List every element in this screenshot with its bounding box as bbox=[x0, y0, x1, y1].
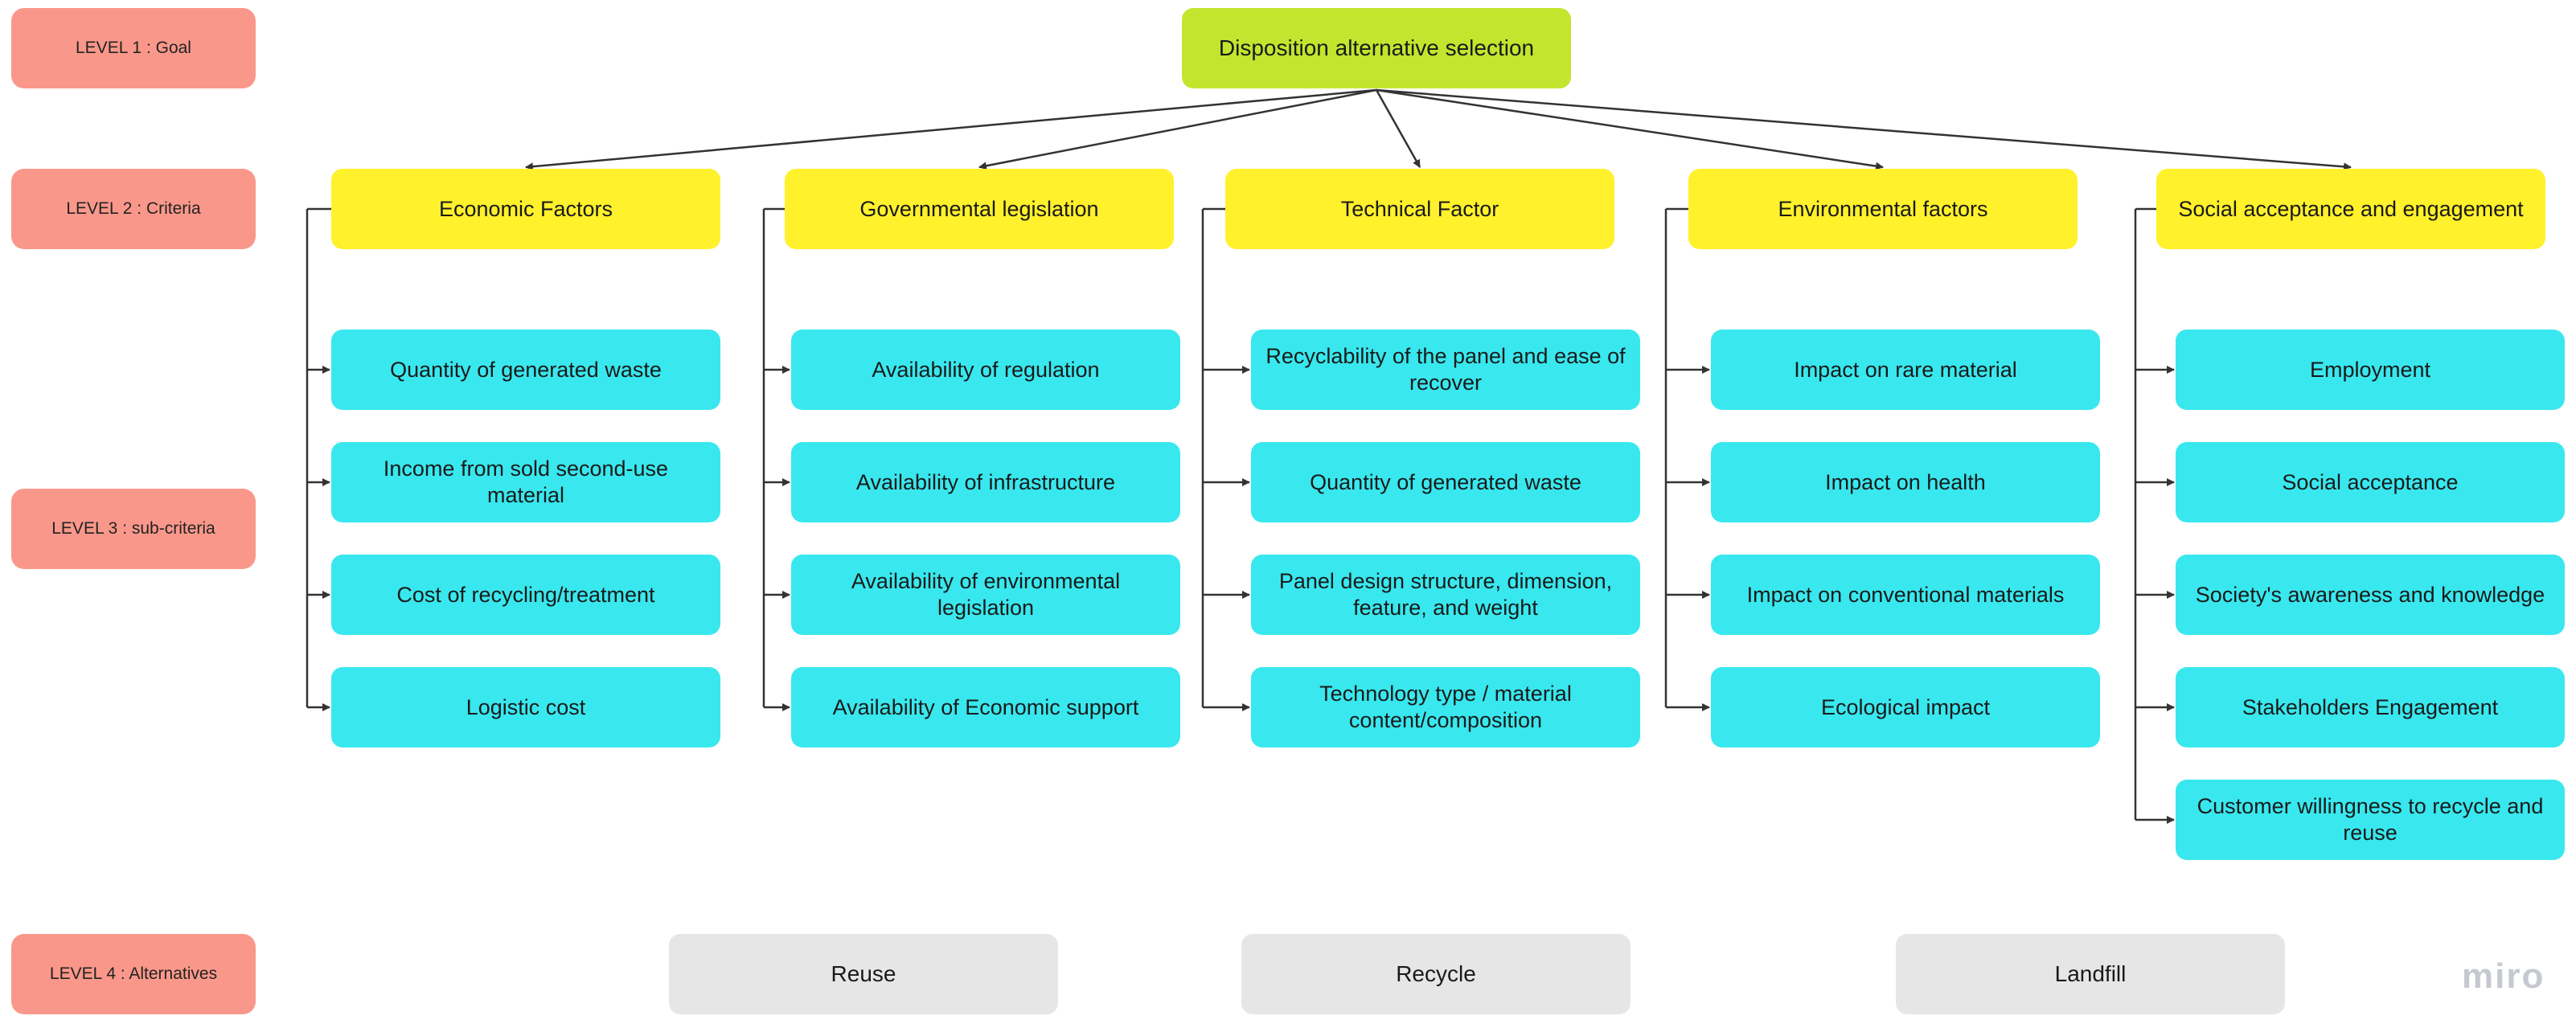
goal-to-criterion-connector-4 bbox=[1376, 88, 2352, 171]
alternative-recycle: Recycle bbox=[1241, 934, 1631, 1014]
subcriterion-ecological-impact: Ecological impact bbox=[1711, 667, 2100, 747]
subcriterion-social-acceptance: Social acceptance bbox=[2176, 442, 2565, 522]
criterion-social-acceptance: Social acceptance and engagement bbox=[2156, 169, 2545, 249]
subcriterion-availability-of-infrastructure: Availability of infrastructure bbox=[791, 442, 1180, 522]
miro-logo: miro bbox=[2462, 956, 2545, 996]
subcriterion-employment: Employment bbox=[2176, 330, 2565, 410]
subcriterion-recyclability-of-panel: Recyclability of the panel and ease of r… bbox=[1251, 330, 1640, 410]
subcriterion-availability-of-environmental-legislation: Availability of environmental legislatio… bbox=[791, 555, 1180, 635]
goal-to-criterion-connector-2 bbox=[1375, 89, 1421, 168]
subcriterion-income-from-second-use-material: Income from sold second-use material bbox=[331, 442, 720, 522]
subcriterion-availability-of-economic-support: Availability of Economic support bbox=[791, 667, 1180, 747]
goal-to-criterion-connector-0 bbox=[525, 88, 1377, 171]
subcriterion-impact-on-conventional-materials: Impact on conventional materials bbox=[1711, 555, 2100, 635]
criterion-economic-factors: Economic Factors bbox=[331, 169, 720, 249]
goal-to-criterion-connector-3 bbox=[1376, 88, 1884, 170]
alternative-reuse: Reuse bbox=[669, 934, 1058, 1014]
subcriterion-impact-on-rare-material: Impact on rare material bbox=[1711, 330, 2100, 410]
criterion-governmental-legislation: Governmental legislation bbox=[785, 169, 1174, 249]
criterion-technical-factor: Technical Factor bbox=[1225, 169, 1614, 249]
subcriterion-quantity-of-generated-waste: Quantity of generated waste bbox=[331, 330, 720, 410]
subcriterion-logistic-cost: Logistic cost bbox=[331, 667, 720, 747]
subcriterion-customer-willingness: Customer willingness to recycle and reus… bbox=[2176, 780, 2565, 860]
level-4-alternatives-label: LEVEL 4 : Alternatives bbox=[11, 934, 256, 1014]
subcriterion-impact-on-health: Impact on health bbox=[1711, 442, 2100, 522]
level-1-goal-label: LEVEL 1 : Goal bbox=[11, 8, 256, 88]
subcriterion-cost-of-recycling: Cost of recycling/treatment bbox=[331, 555, 720, 635]
subcriterion-panel-design-structure: Panel design structure, dimension, featu… bbox=[1251, 555, 1640, 635]
subcriterion-societys-awareness: Society's awareness and knowledge bbox=[2176, 555, 2565, 635]
level-2-criteria-label: LEVEL 2 : Criteria bbox=[11, 169, 256, 249]
subcriterion-technology-type: Technology type / material content/compo… bbox=[1251, 667, 1640, 747]
subcriterion-quantity-of-generated-waste-technical: Quantity of generated waste bbox=[1251, 442, 1640, 522]
alternative-landfill: Landfill bbox=[1896, 934, 2285, 1014]
subcriterion-availability-of-regulation: Availability of regulation bbox=[791, 330, 1180, 410]
criterion-environmental-factors: Environmental factors bbox=[1688, 169, 2078, 249]
level-3-subcriteria-label: LEVEL 3 : sub-criteria bbox=[11, 489, 256, 569]
subcriterion-stakeholders-engagement: Stakeholders Engagement bbox=[2176, 667, 2565, 747]
goal-to-criterion-connector-1 bbox=[978, 88, 1377, 170]
goal-node: Disposition alternative selection bbox=[1182, 8, 1571, 88]
